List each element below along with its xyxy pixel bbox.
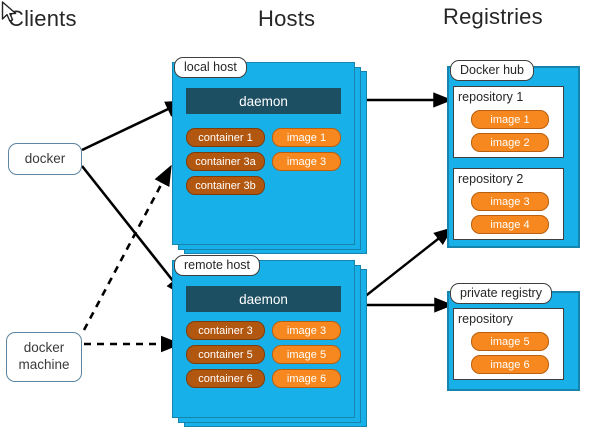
registry-label-docker-hub: Docker hub	[450, 60, 534, 82]
image-chip[interactable]: image 3	[272, 152, 341, 171]
image-chip-label: image 3	[286, 155, 327, 168]
image-chip[interactable]: image 3	[471, 192, 549, 211]
wire-docker-to-remote-daemon	[80, 165, 187, 298]
registry-label-private-registry: private registry	[450, 283, 552, 305]
image-chip-label: image 3	[286, 324, 327, 337]
image-chip[interactable]: image 1	[471, 110, 549, 129]
container-chip-label: container 3	[198, 324, 253, 337]
image-chip-label: image 4	[490, 218, 530, 231]
container-chip[interactable]: container 1	[186, 128, 265, 147]
wire-docker-to-local-daemon	[81, 99, 187, 152]
container-chip[interactable]: container 6	[186, 369, 265, 388]
image-chip[interactable]: image 5	[471, 332, 549, 351]
image-chip[interactable]: image 6	[471, 355, 549, 374]
container-chip[interactable]: container 3a	[186, 152, 265, 171]
host-remote-host[interactable]: daemon container 3 container 5 container…	[172, 260, 367, 435]
image-chip-label: image 6	[490, 358, 530, 371]
image-chip[interactable]: image 5	[272, 345, 341, 364]
daemon-local-host-label: daemon	[239, 93, 288, 109]
daemon-remote-host-label: daemon	[239, 291, 288, 307]
client-docker-machine-label-line2: machine	[18, 357, 70, 372]
host-local-host[interactable]: daemon container 1 container 3a containe…	[172, 62, 367, 254]
image-chip[interactable]: image 6	[272, 369, 341, 388]
wire-dockermachine-to-local-host	[82, 164, 172, 331]
container-chip-label: container 5	[198, 348, 253, 361]
repository-title-2: repository 2	[458, 172, 524, 186]
repository-title-1: repository 1	[458, 90, 524, 104]
image-chip-label: image 1	[286, 131, 327, 144]
image-chip-label: image 5	[286, 348, 327, 361]
daemon-remote-host[interactable]: daemon	[186, 286, 341, 312]
host-label-remote-host: remote host	[174, 255, 261, 277]
column-heading-registries: Registries	[443, 4, 543, 29]
container-chip-label: container 3a	[195, 155, 256, 168]
client-docker[interactable]: docker	[8, 143, 82, 175]
repository-title-private: repository	[458, 312, 513, 326]
image-chip[interactable]: image 4	[471, 215, 549, 234]
container-chip-label: container 1	[198, 131, 253, 144]
wire-remote-daemon-to-repository-2	[362, 227, 454, 299]
container-chip[interactable]: container 3b	[186, 176, 265, 195]
image-chip-label: image 5	[490, 335, 530, 348]
client-docker-machine[interactable]: docker machine	[6, 332, 82, 382]
container-chip[interactable]: container 3	[186, 321, 265, 340]
image-chip-label: image 2	[490, 136, 530, 149]
daemon-local-host[interactable]: daemon	[186, 88, 341, 114]
container-chip-label: container 3b	[195, 179, 256, 192]
host-label-local-host: local host	[174, 57, 247, 79]
container-chip-label: container 6	[198, 372, 253, 385]
column-heading-hosts: Hosts	[258, 6, 316, 31]
client-docker-label: docker	[24, 150, 66, 166]
mouse-cursor-icon	[1, 1, 17, 22]
image-chip[interactable]: image 1	[272, 128, 341, 147]
image-chip[interactable]: image 3	[272, 321, 341, 340]
image-chip-label: image 3	[490, 195, 530, 208]
image-chip-label: image 6	[286, 372, 327, 385]
container-chip[interactable]: container 5	[186, 345, 265, 364]
image-chip[interactable]: image 2	[471, 133, 549, 152]
image-chip-label: image 1	[490, 113, 530, 126]
client-docker-machine-label-line1: docker	[23, 340, 65, 356]
column-heading-clients: Clients	[8, 6, 77, 31]
